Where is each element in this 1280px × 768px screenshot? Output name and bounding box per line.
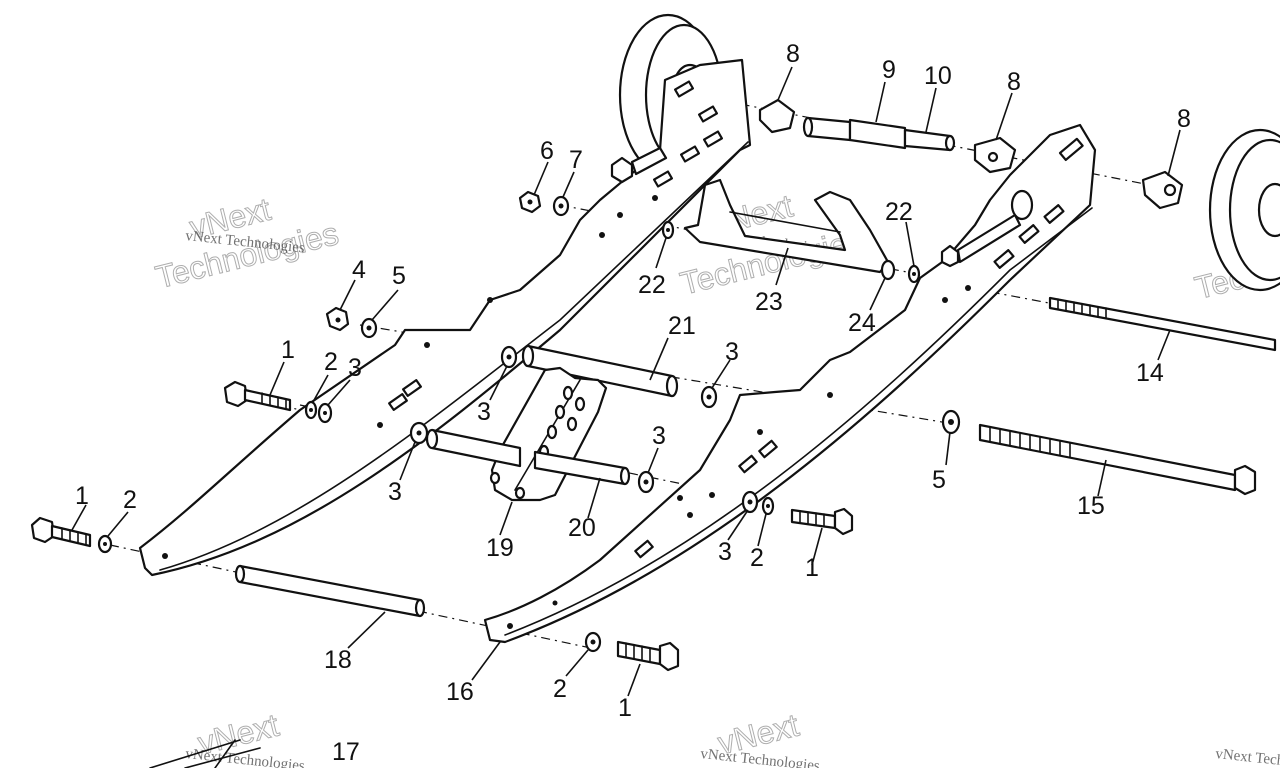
callout-label: 10 [924, 62, 952, 90]
callout-label: 8 [786, 40, 800, 68]
bolt-1c [790, 507, 854, 536]
callout-label: 8 [1177, 105, 1191, 133]
washer-22b [907, 264, 921, 284]
washer-3f [741, 490, 759, 514]
callout-label: 2 [750, 544, 764, 572]
callout-label: 14 [1136, 359, 1164, 387]
callout-label: 3 [652, 422, 666, 450]
callout-label: 6 [540, 137, 554, 165]
spacer-bushing-8c [1141, 170, 1184, 210]
callout-label: 3 [348, 354, 362, 382]
callout-label: 3 [388, 478, 402, 506]
callout-label: 22 [638, 271, 666, 299]
callout-label: 18 [324, 646, 352, 674]
callout-label: 1 [281, 336, 295, 364]
washer-5b [941, 409, 961, 435]
callout-label: 2 [553, 675, 567, 703]
callout-label: 9 [882, 56, 896, 84]
washer-3e [637, 470, 655, 494]
nut-6 [518, 190, 542, 214]
pivot-arm-19 [489, 366, 608, 502]
rear-axle-bolt-left [610, 146, 668, 184]
washer-3a [317, 402, 333, 424]
right-slide-rail [483, 123, 1097, 644]
partial-part-17 [149, 739, 261, 768]
nut-4 [325, 306, 350, 332]
torque-arm [683, 178, 896, 281]
washer-3c [700, 385, 718, 409]
long-bolt-14 [1048, 296, 1277, 352]
callout-label: 1 [805, 554, 819, 582]
washer-2b [97, 534, 113, 554]
callout-label: 3 [477, 398, 491, 426]
washer-22a [661, 220, 675, 240]
callout-label: 3 [725, 338, 739, 366]
callout-label: 19 [486, 534, 514, 562]
callout-label: 2 [123, 486, 137, 514]
bolt-1d [616, 640, 680, 672]
washer-7 [552, 195, 570, 217]
callout-label: 15 [1077, 492, 1105, 520]
callout-label: 1 [618, 694, 632, 722]
left-slide-rail [138, 58, 752, 577]
spacer-bushing-8a [758, 98, 796, 134]
idler-wheel-right [1208, 128, 1280, 292]
callout-label: 16 [446, 678, 474, 706]
cross-shaft-20 [425, 428, 631, 486]
callout-label: 24 [848, 309, 876, 337]
callout-label: 17 [332, 738, 360, 766]
washer-2c [761, 496, 775, 516]
track-adjuster-bolt [940, 189, 1034, 268]
washer-3d [409, 421, 429, 445]
callout-label: 1 [75, 482, 89, 510]
callout-label: 4 [352, 256, 366, 284]
callout-label: 21 [668, 312, 696, 340]
bolt-1a [223, 380, 292, 412]
callout-label: 20 [568, 514, 596, 542]
callout-label: 7 [569, 146, 583, 174]
callout-label: 8 [1007, 68, 1021, 96]
callout-label: 2 [324, 348, 338, 376]
callout-labels: 8 9 10 8 8 6 7 22 22 23 24 4 5 1 2 3 3 2… [75, 40, 1191, 766]
callout-label: 5 [392, 262, 406, 290]
leader-lines [71, 66, 1181, 697]
front-cross-shaft-18 [234, 564, 426, 618]
bolt-1b [30, 516, 92, 548]
watermark-text: vNext Technologies [1215, 746, 1280, 768]
callout-label: 22 [885, 198, 913, 226]
washer-3b [500, 345, 518, 369]
callout-label: 3 [718, 538, 732, 566]
washer-5a [360, 317, 378, 339]
callout-label: 5 [932, 466, 946, 494]
washer-2a [304, 400, 318, 420]
rear-idler-shaft [802, 116, 956, 152]
washer-2d [584, 631, 602, 653]
long-bolt-15 [978, 423, 1257, 496]
callout-label: 23 [755, 288, 783, 316]
spacer-bushing-8b [973, 136, 1017, 174]
cross-shaft-21 [521, 344, 679, 398]
